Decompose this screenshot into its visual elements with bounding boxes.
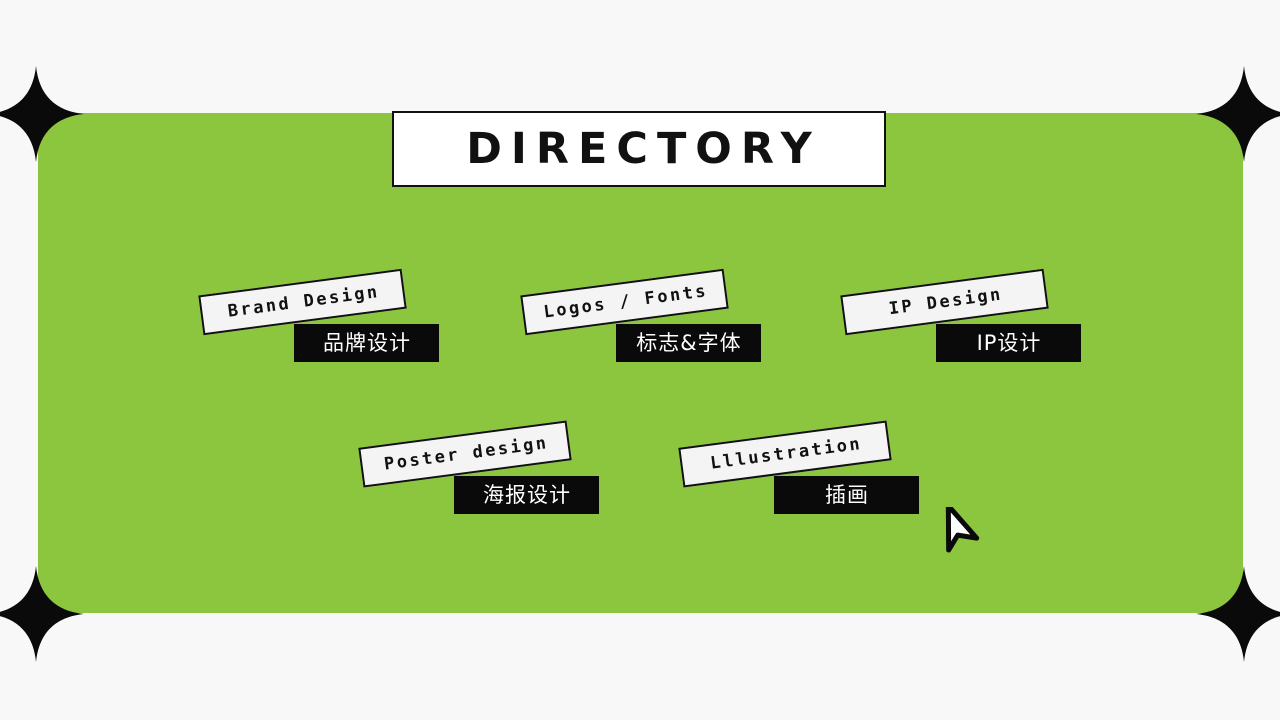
content-panel	[38, 113, 1243, 613]
entry-zh-text: 标志&字体	[636, 330, 742, 355]
entry-zh-text: IP设计	[976, 330, 1042, 355]
entry-zh-text: 海报设计	[483, 482, 571, 507]
entry-zh-label[interactable]: 海报设计	[454, 476, 599, 514]
entry-zh-label[interactable]: 插画	[774, 476, 919, 514]
page-title-text: DIRECTORY	[466, 123, 821, 174]
page-title: DIRECTORY	[392, 111, 886, 187]
entry-zh-label[interactable]: 品牌设计	[294, 324, 439, 362]
entry-zh-label[interactable]: IP设计	[936, 324, 1081, 362]
entry-zh-label[interactable]: 标志&字体	[616, 324, 761, 362]
entry-en-text: IP Design	[887, 283, 1004, 319]
entry-zh-text: 品牌设计	[323, 330, 411, 355]
entry-zh-text: 插画	[825, 482, 869, 507]
